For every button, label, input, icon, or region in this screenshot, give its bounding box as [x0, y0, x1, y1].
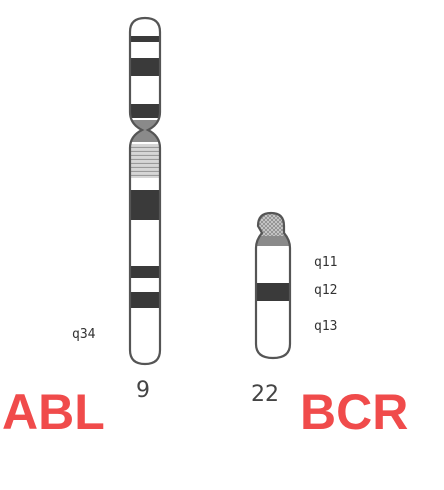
band-9-p2 [130, 58, 160, 76]
band-9-p1 [130, 36, 160, 42]
chromosome-number-9: 9 [136, 378, 150, 403]
band-9-q3 [130, 292, 160, 308]
chromosome-9 [128, 16, 162, 366]
chromosome-number-22: 22 [251, 382, 279, 407]
centromere-9 [130, 120, 160, 142]
gene-label-bcr: BCR [300, 384, 408, 440]
band-9-q1 [130, 190, 160, 220]
band-label-22-q13: q13 [314, 319, 337, 334]
band-22-q12 [256, 283, 290, 301]
heterochromatin-9 [130, 144, 160, 178]
band-label-22-q11: q11 [314, 255, 337, 270]
band-9-p3 [130, 104, 160, 118]
band-label-9-q34: q34 [72, 327, 96, 342]
chromosome-22 [254, 211, 292, 360]
gene-label-abl: ABL [2, 384, 105, 440]
band-9-q2 [130, 266, 160, 278]
chromosome-22-outline [254, 211, 292, 360]
centromere-22 [256, 236, 290, 246]
band-label-22-q12: q12 [314, 283, 337, 298]
chromosome-9-outline [128, 16, 162, 366]
